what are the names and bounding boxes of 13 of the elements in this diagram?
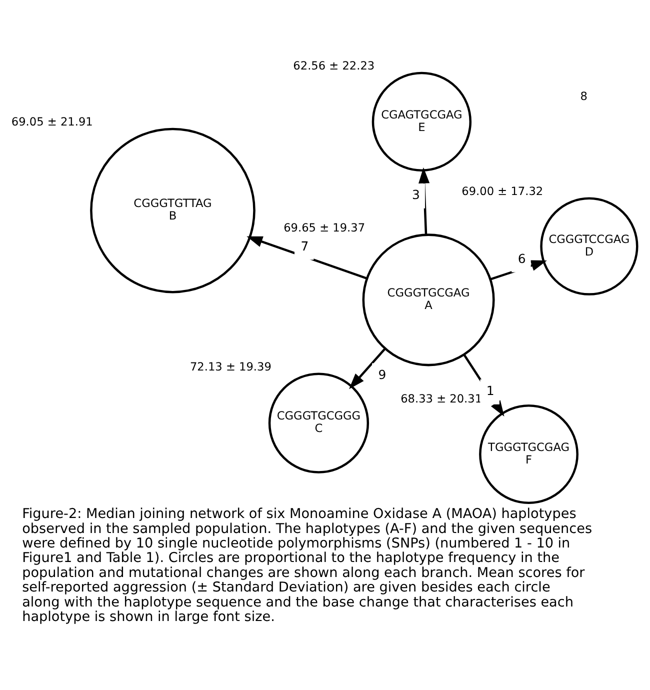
node-label: 69.65 ± 19.37 [284, 220, 366, 234]
edge-label: 3 [412, 187, 420, 202]
edge-label: 9 [378, 366, 386, 382]
label: 8 [580, 88, 588, 103]
node-label: 69.05 ± 21.91 [11, 114, 93, 129]
edge-label: 1 [486, 383, 494, 398]
node-label: 62.56 ± 22.23 [293, 58, 375, 73]
edge-label: 6 [518, 250, 526, 266]
node-label: 72.13 ± 19.39 [190, 360, 272, 374]
caption: Figure-2: Median joining network of six Monoamine Oxidase A (MAOA) haplotypes observed in the sampled population. The haplotypes (A-F) and the given sequences were defined by 10 single nucleotide polymorphisms (SNPs) (numbered 1 - 10 in Figure1 and Table 1). Circles are proportional to the haplotype frequency in the population and mutational changes are shown along each branch. Mean scores for self-reported aggression (± Standard Deviation) are given besides each circle along with the haplotype sequence and the base change that characterises each haplotype is shown in large font size. [22, 506, 592, 626]
node-label: 69.00 ± 17.32 [462, 184, 544, 198]
node-label: 68.33 ± 20.31 [400, 391, 482, 406]
edge-label: 7 [300, 238, 309, 254]
